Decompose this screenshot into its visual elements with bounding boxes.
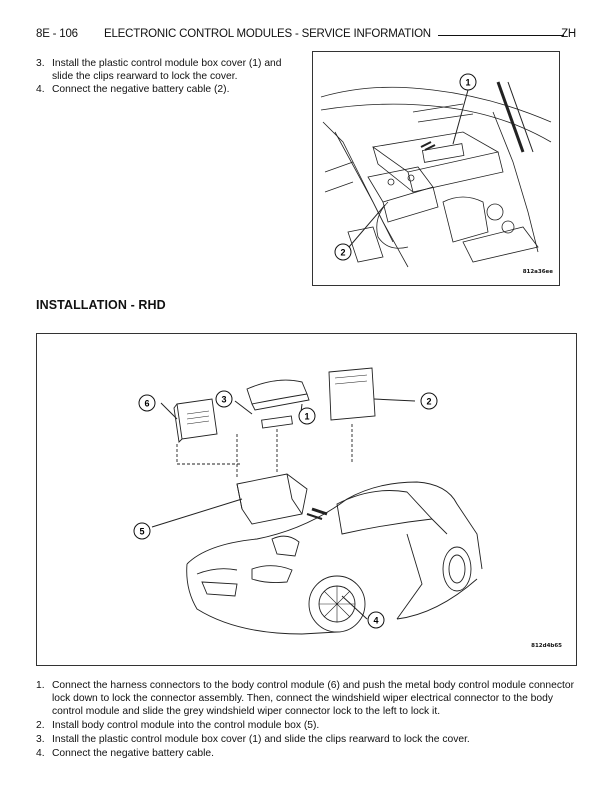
- callout-1: 1: [465, 78, 470, 88]
- page-number: 8E - 106: [36, 28, 78, 40]
- list-item: 1.Connect the harness connectors to the …: [36, 680, 575, 717]
- engine-bay-drawing: 1 2: [320, 73, 552, 268]
- list-item: 4.Connect the negative battery cable (2)…: [36, 84, 230, 95]
- header-rule: [438, 35, 564, 36]
- callout-1: 1: [304, 412, 309, 422]
- page-header: 8E - 106 ELECTRONIC CONTROL MODULES - SE…: [36, 28, 576, 42]
- top-steps-list: 3.Install the plastic control module box…: [36, 57, 298, 96]
- list-item: 2.Install body control module into the c…: [36, 720, 320, 731]
- callout-2: 2: [426, 397, 431, 407]
- section-title: INSTALLATION - RHD: [36, 298, 166, 312]
- figure2-callouts: 6 3 1 2 5 4: [133, 390, 438, 629]
- figure-code: 812a36ee: [522, 269, 553, 275]
- callout-3: 3: [221, 395, 226, 405]
- callout-4: 4: [373, 616, 378, 626]
- bottom-steps-list: 1.Connect the harness connectors to the …: [36, 679, 576, 761]
- figure1-callouts: 1 2: [334, 73, 477, 261]
- callout-6: 6: [144, 399, 149, 409]
- installation-drawing: 6 3 1 2 5 4: [133, 367, 483, 635]
- callout-2: 2: [340, 248, 345, 258]
- installation-figure: 6 3 1 2 5 4 812d4b65: [36, 333, 577, 666]
- list-item: 4.Connect the negative battery cable.: [36, 748, 214, 759]
- header-code: ZH: [561, 28, 576, 40]
- header-title: ELECTRONIC CONTROL MODULES - SERVICE INF…: [104, 28, 431, 40]
- list-item: 3.Install the plastic control module box…: [36, 58, 282, 82]
- figure-code: 812d4b65: [531, 643, 562, 649]
- list-item: 3.Install the plastic control module box…: [36, 734, 470, 745]
- engine-bay-figure: 1 2 812a36ee: [312, 51, 560, 286]
- callout-5: 5: [139, 527, 144, 537]
